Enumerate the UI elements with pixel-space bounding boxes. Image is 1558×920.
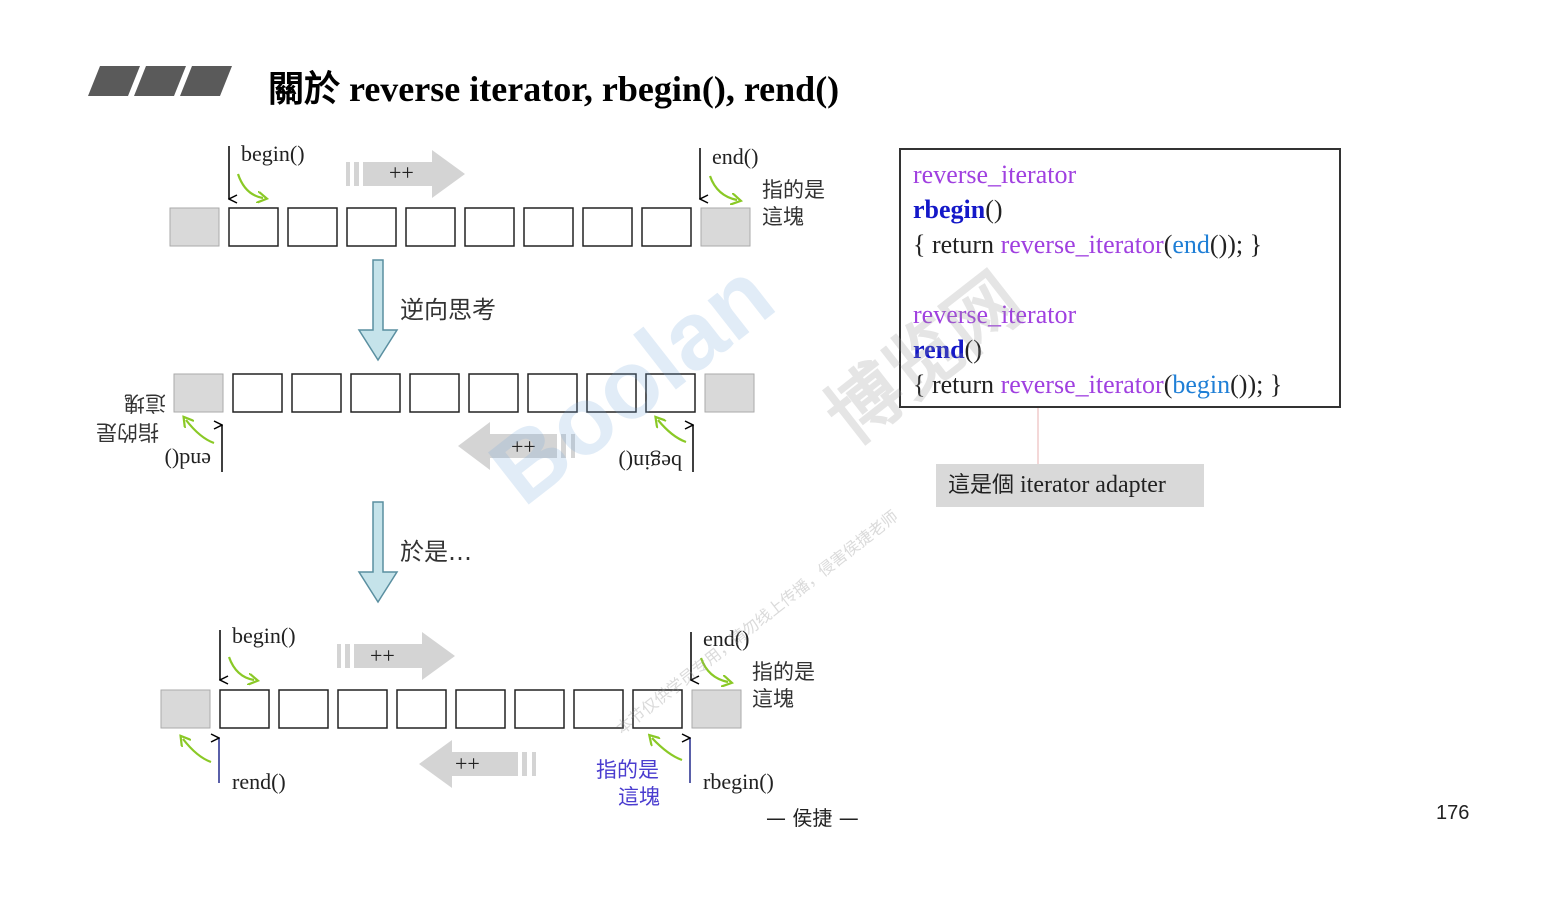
adapter-note: 這是個 iterator adapter — [936, 464, 1204, 507]
code-rend-body-pre: { return — [913, 370, 1001, 399]
step2-label: 於是… — [400, 538, 472, 566]
code-rbegin-arg: end — [1172, 230, 1210, 259]
row2-plus-label: ++ — [511, 434, 536, 459]
row3-forward-arrow: ++ — [337, 632, 455, 680]
row2-end-green-arrow — [186, 420, 215, 445]
code-rbegin-type: reverse_iterator — [913, 160, 1077, 189]
step1-label: 逆向思考 — [400, 296, 496, 324]
row1-forward-arrow: ++ — [346, 150, 465, 198]
row2-points-to-label: 指的是 — [96, 420, 159, 444]
code-rbegin-body-pre: { return — [913, 230, 1001, 259]
code-rend-body: { return reverse_iterator(begin()); } — [913, 370, 1283, 399]
row2-end-label: end() — [165, 448, 211, 473]
row3-backward-arrow: ++ — [419, 740, 536, 788]
row3-rend-label: rend() — [232, 769, 286, 794]
code-rend-ctor: reverse_iterator — [1000, 370, 1164, 399]
row1-end-label: end() — [712, 144, 758, 169]
row2-begin-green-arrow — [658, 420, 687, 444]
row1-begin-green-arrow — [236, 173, 263, 198]
row3-rbegin-green-arrow — [652, 738, 683, 762]
row3-end-green-arrow — [699, 657, 728, 682]
page-number: 176 — [1436, 802, 1470, 824]
row2-points-to-label: 這塊 — [124, 391, 166, 415]
code-rend-name: rend — [913, 335, 965, 364]
row3-points-to-reverse-label: 指的是 — [596, 758, 659, 782]
code-rend-arg: begin — [1172, 370, 1231, 399]
row3-plus-backward-label: ++ — [455, 751, 480, 776]
row3-rbegin-label: rbegin() — [703, 769, 774, 794]
code-box: reverse_iterator rbegin() { return rever… — [899, 148, 1341, 408]
adapter-note-text: iterator adapter — [1014, 472, 1166, 498]
code-rbegin-ctor: reverse_iterator — [1000, 230, 1164, 259]
title-decoration — [88, 66, 232, 96]
row3-plus-forward-label: ++ — [370, 643, 395, 668]
row3-cells — [160, 689, 742, 729]
adapter-note-cjk: 這是個 — [948, 473, 1015, 498]
step-arrow-2 — [357, 501, 399, 604]
row3-begin-green-arrow — [227, 656, 254, 680]
row2-begin-label: begin() — [618, 450, 682, 475]
row3-points-to-label: 指的是 — [752, 660, 815, 684]
row1-cells — [169, 207, 751, 247]
code-rbegin-parens: () — [985, 195, 1003, 224]
footer-author: — 侯捷 — — [766, 806, 859, 830]
code-rbegin-name: rbegin — [913, 195, 986, 224]
row2-cells — [173, 373, 755, 413]
row3-rend-green-arrow — [183, 739, 212, 764]
row3-end-label: end() — [703, 626, 749, 651]
row1-plus-label: ++ — [389, 160, 414, 185]
row1-end-green-arrow — [708, 175, 737, 200]
code-rbegin-body-post: ()); } — [1209, 230, 1263, 259]
code-rbegin-signature: rbegin() — [913, 195, 1003, 225]
code-rend-body-post: ()); } — [1230, 370, 1283, 399]
code-rbegin-body: { return reverse_iterator(end()); } — [913, 230, 1263, 259]
row1-points-to-label: 指的是 — [762, 178, 825, 202]
code-rend-type: reverse_iterator — [913, 300, 1077, 329]
code-rend-signature: rend() — [913, 335, 982, 365]
slide-title: 關於 reverse iterator, rbegin(), rend() — [268, 69, 840, 109]
row2-backward-arrow: ++ — [458, 422, 575, 470]
code-rend-parens: () — [964, 335, 982, 364]
row3-begin-label: begin() — [232, 623, 296, 648]
row1-begin-label: begin() — [241, 141, 305, 166]
step-arrow-1 — [357, 259, 399, 362]
row3-points-to-reverse-label: 這塊 — [618, 785, 660, 809]
row1-points-to-label: 這塊 — [762, 205, 804, 229]
row3-points-to-label: 這塊 — [752, 687, 794, 711]
